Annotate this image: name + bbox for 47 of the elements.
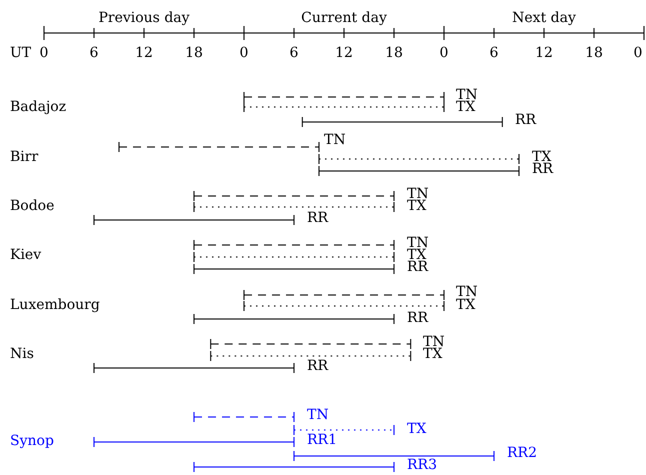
tick-label: 18: [585, 46, 603, 60]
interval-label: TN: [324, 133, 346, 147]
day-label: Next day: [512, 11, 576, 25]
tick-label: 6: [90, 46, 98, 60]
interval-label: TN: [407, 187, 429, 201]
interval-label: TN: [307, 408, 329, 422]
tick-label: 6: [290, 46, 298, 60]
interval-label: TX: [456, 100, 476, 114]
interval-label: TN: [423, 335, 445, 349]
station-name: Bodoe: [10, 199, 54, 213]
tick-label: 18: [385, 46, 403, 60]
interval-label: TN: [456, 285, 478, 299]
tick-label: 12: [335, 46, 353, 60]
station-name: Badajoz: [10, 100, 66, 114]
station-name: Luxembourg: [10, 298, 100, 312]
axis-unit-label: UT: [10, 46, 32, 60]
tick-label: 0: [440, 46, 448, 60]
station-name: Synop: [10, 434, 54, 448]
interval-label: RR: [307, 211, 328, 225]
interval-label: RR2: [507, 446, 537, 460]
interval-label: TX: [456, 298, 476, 312]
interval-label: TX: [407, 422, 426, 436]
interval-label: RR: [515, 113, 536, 127]
tick-label: 12: [135, 46, 153, 60]
station-name: Kiev: [10, 248, 42, 262]
interval-label: TX: [407, 199, 426, 213]
interval-label: TX: [423, 347, 442, 361]
interval-label: RR: [407, 260, 428, 274]
tick-label: 18: [185, 46, 203, 60]
day-label: Previous day: [98, 11, 190, 25]
tick-label: 0: [40, 46, 48, 60]
tick-label: 12: [535, 46, 553, 60]
tick-label: 0: [634, 46, 642, 60]
interval-label: RR1: [307, 433, 337, 447]
station-name: Nis: [10, 347, 34, 361]
interval-label: RR: [532, 162, 554, 176]
interval-label: TN: [456, 88, 478, 102]
tick-label: 6: [490, 46, 498, 60]
interval-label: RR: [407, 311, 428, 325]
interval-label: RR3: [407, 458, 437, 472]
day-label: Current day: [301, 11, 387, 25]
tick-label: 0: [240, 46, 248, 60]
interval-label: TX: [407, 248, 426, 262]
interval-label: TX: [532, 150, 552, 164]
station-name: Birr: [10, 150, 38, 164]
interval-label: TN: [407, 236, 429, 250]
interval-label: RR: [307, 359, 328, 373]
